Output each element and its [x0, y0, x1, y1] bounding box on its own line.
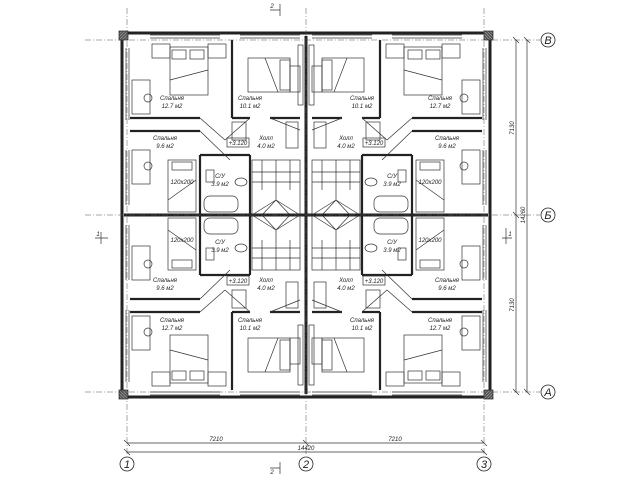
section-mark-bottom: 2	[269, 470, 274, 476]
room-name: Спальня	[238, 318, 263, 324]
section-marks	[95, 4, 512, 474]
bed-size-label: 120х200	[170, 238, 194, 244]
axis-row-2-bubble	[540, 207, 556, 223]
room-name: Холл	[258, 136, 273, 142]
room-name: Холл	[258, 278, 273, 284]
section-mark-top: 2	[269, 4, 274, 10]
room-name: С/У	[215, 240, 226, 246]
level-mark-box	[362, 275, 386, 286]
level-mark: +3.120	[229, 279, 248, 285]
room-name: Холл	[338, 136, 353, 142]
axis-row-1-bubble	[540, 32, 556, 48]
room-area: 3.9 м2	[383, 248, 401, 254]
room-name: Спальня	[435, 278, 460, 284]
room-name: Спальня	[160, 318, 185, 324]
axis-column-3: 3	[481, 459, 488, 471]
room-area: 9.6 м2	[156, 144, 174, 150]
level-mark-box	[362, 137, 386, 148]
bed-size-label: 120х200	[418, 238, 442, 244]
dim-span-2-3: 7210	[388, 437, 402, 443]
room-area: 12.7 м2	[430, 104, 451, 110]
room-name: Спальня	[350, 318, 375, 324]
bed-size-label: 120х200	[418, 180, 442, 186]
room-name: Спальня	[153, 278, 178, 284]
axis-lines	[85, 8, 540, 455]
room-name: С/У	[387, 240, 398, 246]
room-area: 4.0 м2	[337, 144, 355, 150]
axis-column-3-bubble	[476, 456, 492, 472]
room-area: 10.1 м2	[240, 326, 261, 332]
room-area: 10.1 м2	[240, 104, 261, 110]
room-name: Спальня	[428, 96, 453, 102]
room-name: Спальня	[153, 136, 178, 142]
room-area: 9.6 м2	[156, 286, 174, 292]
room-area: 9.6 м2	[438, 144, 456, 150]
axis-row-3: А	[543, 387, 551, 399]
dim-span-1-2: 7210	[209, 437, 223, 443]
axis-row-2: Б	[544, 210, 551, 222]
room-area: 10.1 м2	[352, 326, 373, 332]
axis-column-2: 2	[302, 459, 309, 471]
axis-column-2-bubble	[298, 456, 314, 472]
axis-row-3-bubble	[540, 384, 556, 400]
room-name: Спальня	[238, 96, 263, 102]
room-area: 12.7 м2	[162, 326, 183, 332]
level-mark-box	[226, 137, 250, 148]
level-mark: +3.120	[229, 141, 248, 147]
dim-total-width: 14420	[298, 446, 315, 452]
level-mark: +3.120	[365, 279, 384, 285]
section-mark-left: 1	[96, 232, 99, 238]
dim-span-v-2: 7130	[510, 298, 516, 312]
dim-total-height: 14260	[521, 206, 527, 223]
axis-column-1-bubble	[119, 456, 135, 472]
room-area: 9.6 м2	[438, 286, 456, 292]
bed-size-label: 120х200	[170, 180, 194, 186]
room-area: 3.9 м2	[383, 182, 401, 188]
section-mark-right: 1	[508, 232, 511, 238]
room-name: Холл	[338, 278, 353, 284]
room-name: С/У	[387, 174, 398, 180]
room-name: Спальня	[160, 96, 185, 102]
room-area: 4.0 м2	[337, 286, 355, 292]
room-area: 12.7 м2	[162, 104, 183, 110]
room-name: Спальня	[350, 96, 375, 102]
room-name: Спальня	[428, 318, 453, 324]
dimension-lines	[123, 36, 531, 456]
room-area: 3.9 м2	[211, 182, 229, 188]
dim-span-v-1: 7130	[510, 121, 516, 135]
room-name: Спальня	[435, 136, 460, 142]
room-name: С/У	[215, 174, 226, 180]
level-mark-box	[226, 275, 250, 286]
quadrant-top-right	[307, 29, 495, 217]
room-area: 4.0 м2	[257, 144, 275, 150]
axis-column-1: 1	[124, 459, 130, 471]
room-area: 4.0 м2	[257, 286, 275, 292]
quadrant-bottom-right	[307, 213, 495, 401]
level-mark: +3.120	[365, 141, 384, 147]
room-area: 10.1 м2	[352, 104, 373, 110]
quadrant-bottom-left	[117, 213, 305, 401]
axis-row-1: В	[544, 35, 551, 47]
room-area: 12.7 м2	[430, 326, 451, 332]
room-area: 3.9 м2	[211, 248, 229, 254]
